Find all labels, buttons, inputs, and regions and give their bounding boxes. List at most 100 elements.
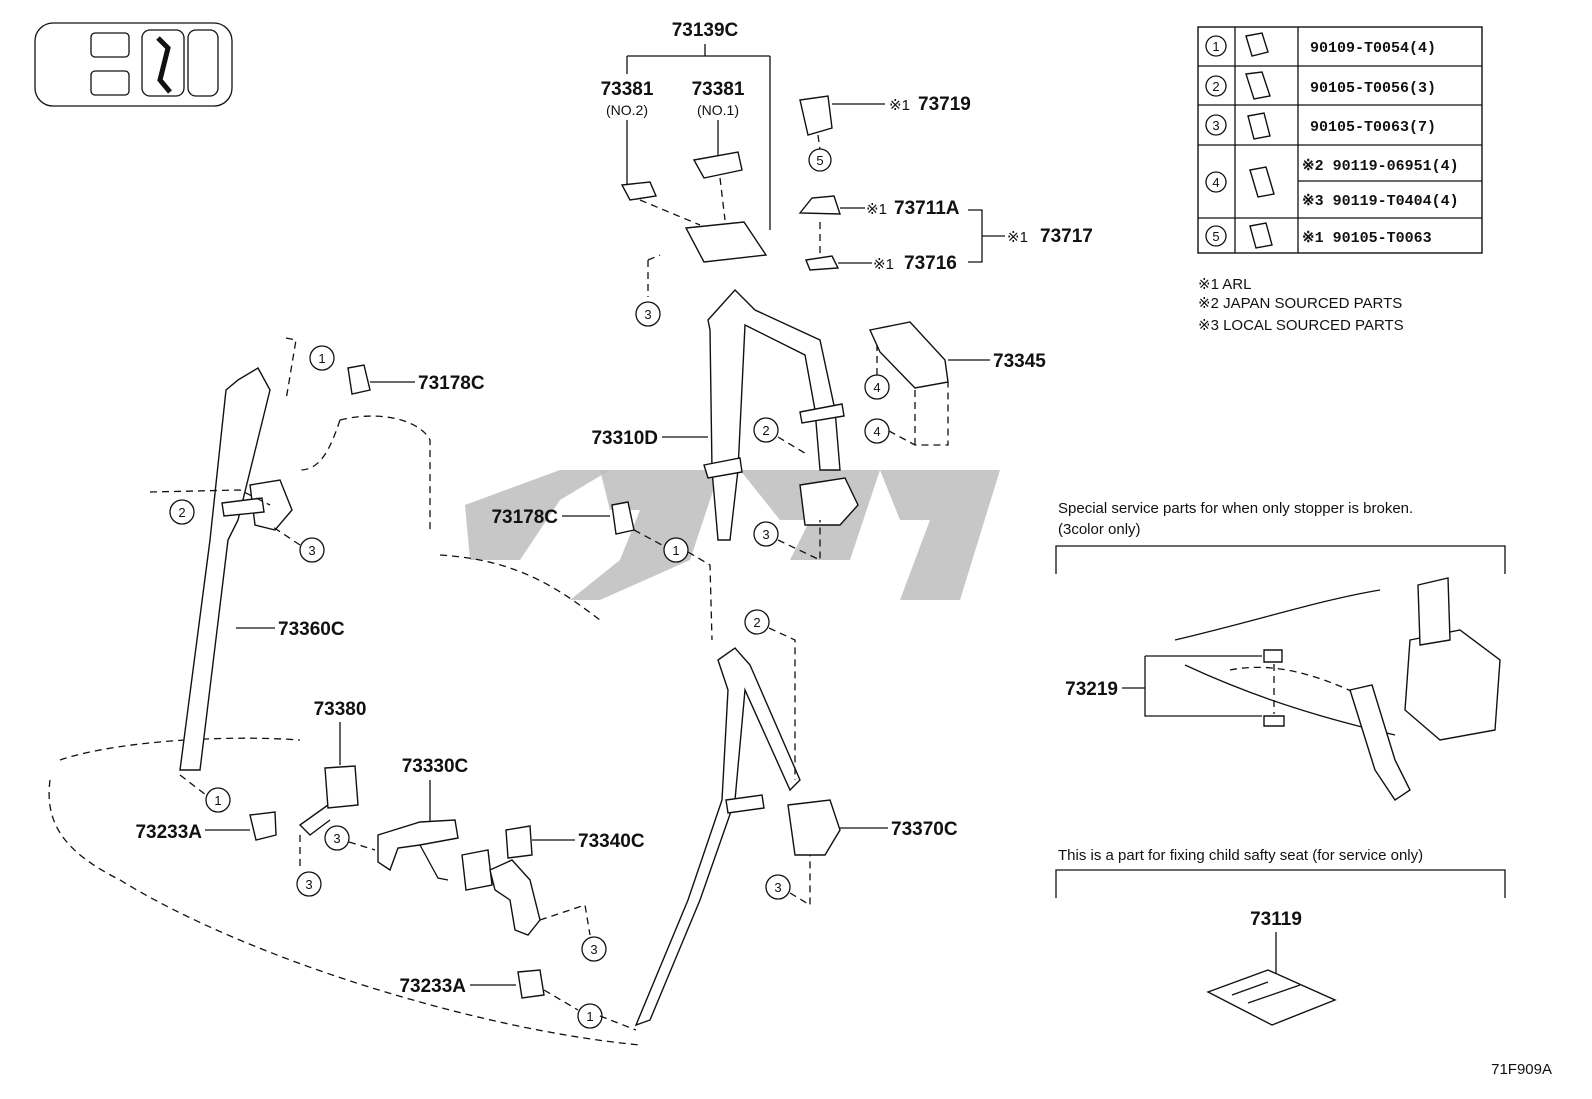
svg-text:90105-T0056(3): 90105-T0056(3) (1310, 80, 1436, 97)
child-seat-box: This is a part for fixing child safty se… (1055, 847, 1506, 1026)
group-73233A-left: 73233A (135, 811, 277, 843)
part-73310D-retractor (799, 477, 859, 526)
svg-text:3: 3 (308, 543, 315, 558)
svg-text:3: 3 (305, 877, 312, 892)
label-73310D: 73310D (591, 428, 658, 449)
bolt-icon-5 (1249, 222, 1273, 249)
svg-text:※3 90119-T0404(4): ※3 90119-T0404(4) (1302, 193, 1459, 210)
label-73340C: 73340C (578, 831, 645, 852)
label-73716: 73716 (904, 253, 957, 274)
svg-text:1: 1 (672, 543, 679, 558)
svg-text:2: 2 (762, 423, 769, 438)
special-caption-sub: (3color only) (1058, 521, 1141, 538)
floor-outline (48, 554, 641, 1046)
group-73380: 73380 3 3 (296, 699, 367, 897)
label-73370C: 73370C (891, 819, 958, 840)
group-73717: ※1 73719 5 ※1 73711A ※1 73716 ※1 73717 (798, 94, 1093, 274)
svg-text:4: 4 (1212, 175, 1219, 190)
group-73139C: 73139C 73381 (NO.2) 73381 (NO.1) (601, 20, 771, 263)
label-73381-no1: 73381 (692, 79, 745, 100)
group-73340C: 73340C 3 (461, 825, 645, 962)
label-73330C: 73330C (402, 756, 469, 777)
bolt-icon-3 (1247, 112, 1271, 140)
svg-text:5: 5 (816, 153, 823, 168)
part-73711A (798, 195, 841, 215)
special-caption: Special service parts for when only stop… (1058, 500, 1413, 517)
label-73139C: 73139C (672, 20, 739, 41)
svg-text:※1: ※1 (873, 256, 894, 273)
part-73340C-strap (489, 859, 541, 936)
part-73310D-belt (707, 288, 841, 541)
note-arl: ※1 ARL (1198, 276, 1251, 293)
part-73178C-top (347, 364, 371, 395)
svg-text:2: 2 (1212, 79, 1219, 94)
label-73233A-bottom: 73233A (399, 976, 466, 997)
special-service-box: Special service parts for when only stop… (1055, 500, 1506, 801)
part-73370C-belt (634, 647, 801, 1027)
group-73233A-bottom: 73233A 1 (399, 969, 603, 1029)
group-73370C: 73370C 2 3 (599, 609, 958, 1031)
label-73233A-left: 73233A (135, 822, 202, 843)
label-73381-no2-sub: (NO.2) (606, 102, 648, 118)
vehicle-seat-icon (34, 22, 233, 107)
part-73233A-left (249, 811, 277, 841)
bolt-table: 1 2 3 4 5 90109-T0054(4) 90105-T0056(3) … (1197, 26, 1483, 254)
svg-text:90109-T0054(4): 90109-T0054(4) (1310, 40, 1436, 57)
svg-text:3: 3 (774, 880, 781, 895)
part-73370C-retractor (787, 799, 841, 856)
label-73178C-top: 73178C (418, 373, 485, 394)
part-73716 (805, 255, 840, 271)
part-73381-no1 (692, 151, 743, 179)
svg-text:3: 3 (333, 831, 340, 846)
svg-text:1: 1 (1212, 39, 1219, 54)
svg-text:1: 1 (586, 1009, 593, 1024)
child-caption: This is a part for fixing child safty se… (1058, 847, 1423, 864)
svg-text:1: 1 (318, 351, 325, 366)
svg-text:1: 1 (214, 793, 221, 808)
label-73381-no1-sub: (NO.1) (697, 102, 739, 118)
part-73233A-bottom (517, 969, 545, 999)
note-local: ※3 LOCAL SOURCED PARTS (1198, 317, 1404, 334)
group-73345: 73345 4 4 (864, 321, 1046, 446)
svg-text:3: 3 (590, 942, 597, 957)
svg-text:90105-T0063(7): 90105-T0063(7) (1310, 119, 1436, 136)
svg-text:4: 4 (873, 424, 880, 439)
part-73219-stopper (1263, 649, 1283, 663)
label-73381-no2: 73381 (601, 79, 654, 100)
part-retractor-detail (1404, 629, 1501, 741)
part-73119-plate (1206, 969, 1337, 1026)
figure-code: 71F909A (1491, 1061, 1552, 1078)
svg-text:※1: ※1 (889, 97, 910, 114)
svg-text:2: 2 (753, 615, 760, 630)
label-73345: 73345 (993, 351, 1046, 372)
svg-text:※2 90119-06951(4): ※2 90119-06951(4) (1302, 158, 1459, 175)
group-73360C: 1 73178C 2 3 73360C 1 (149, 337, 485, 813)
svg-text:※1: ※1 (1007, 229, 1028, 246)
label-73360C: 73360C (278, 619, 345, 640)
part-73719 (799, 95, 833, 136)
group-73310D: 3 73310D 2 3 (591, 254, 859, 562)
part-73360C-belt (179, 367, 271, 771)
bolt-icon-2 (1245, 71, 1271, 100)
label-73119: 73119 (1250, 909, 1302, 930)
svg-text:※1: ※1 (866, 201, 887, 218)
svg-text:3: 3 (762, 527, 769, 542)
part-73360C-retractor (249, 479, 293, 531)
bolt-icon-1 (1245, 32, 1269, 57)
svg-text:2: 2 (178, 505, 185, 520)
svg-text:5: 5 (1212, 229, 1219, 244)
svg-text:3: 3 (1212, 118, 1219, 133)
label-73719: 73719 (918, 94, 971, 115)
bolt-icon-4 (1249, 166, 1275, 198)
label-73711A: 73711A (894, 198, 960, 219)
part-73340C-buckle-a (505, 825, 533, 859)
label-73380: 73380 (314, 699, 367, 720)
svg-text:4: 4 (873, 380, 880, 395)
group-73178C-mid: 73178C 1 (491, 501, 713, 641)
part-73381-no2 (620, 181, 657, 201)
part-73330C (377, 819, 459, 872)
note-japan: ※2 JAPAN SOURCED PARTS (1198, 295, 1402, 312)
label-73717: 73717 (1040, 226, 1093, 247)
part-73380 (298, 765, 359, 836)
